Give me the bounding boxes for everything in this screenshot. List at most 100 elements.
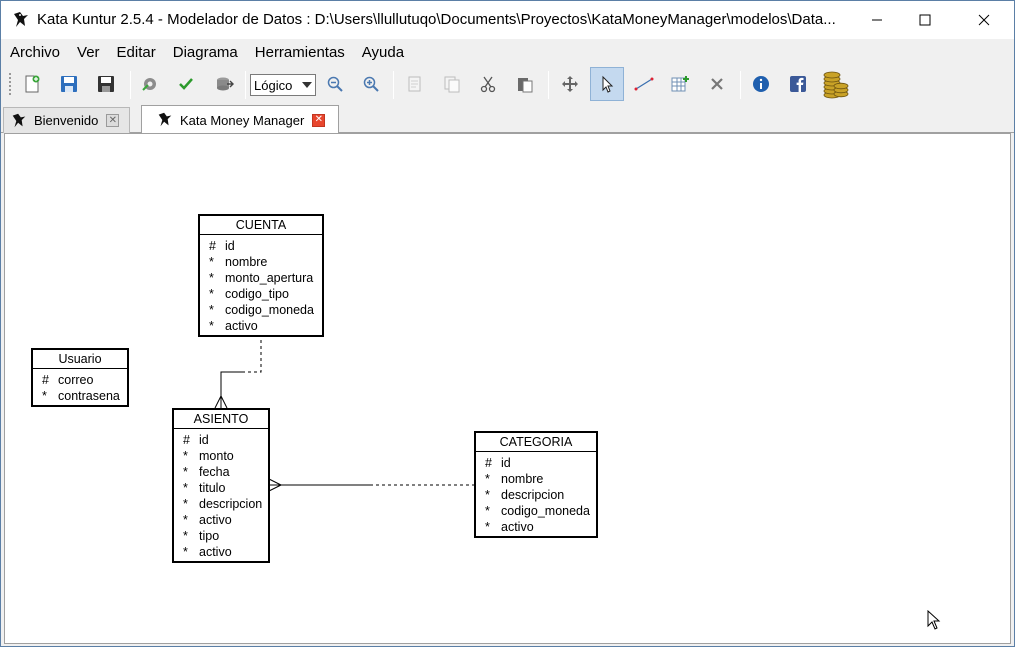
relationship-line-icon <box>634 77 654 91</box>
diagram-canvas[interactable]: CUENTA #id*nombre*monto_apertura*codigo_… <box>4 133 1011 644</box>
attribute-row[interactable]: *activo <box>183 512 268 528</box>
toolbar-grip[interactable] <box>9 73 11 97</box>
chevron-down-icon <box>302 82 312 88</box>
attribute-row[interactable]: *monto <box>183 448 268 464</box>
mandatory-marker: * <box>183 497 188 511</box>
mandatory-marker: * <box>183 465 188 479</box>
menu-archivo[interactable]: Archivo <box>10 43 61 61</box>
entity-title: CATEGORIA <box>476 433 596 452</box>
generate-button[interactable] <box>133 67 167 101</box>
attribute-row[interactable]: *nombre <box>209 254 322 270</box>
save-as-button[interactable] <box>89 67 123 101</box>
move-button[interactable] <box>553 67 587 101</box>
attribute-row[interactable]: #id <box>485 455 596 471</box>
close-tab-button[interactable]: ✕ <box>106 114 120 127</box>
paste-button[interactable] <box>435 67 469 101</box>
entity-usuario[interactable]: Usuario #correo*contrasena <box>31 348 129 407</box>
attribute-name: activo <box>501 520 534 534</box>
relationship-line-button[interactable] <box>627 67 661 101</box>
close-icon <box>978 14 990 26</box>
new-diagram-button[interactable] <box>15 67 49 101</box>
close-icon: ✕ <box>314 114 323 125</box>
delete-icon <box>711 78 723 90</box>
tab-label: Kata Money Manager <box>180 112 305 128</box>
attribute-row[interactable]: * activo <box>209 318 322 334</box>
menu-bar: Archivo Ver Editar Diagrama Herramientas… <box>1 39 1014 65</box>
tab-kata-money-manager[interactable]: Kata Money Manager ✕ <box>141 105 339 134</box>
attribute-row[interactable]: #id <box>209 238 322 254</box>
close-button[interactable] <box>961 1 1007 39</box>
entity-asiento[interactable]: ASIENTO #id*monto*fecha*titulo*descripci… <box>172 408 270 563</box>
maximize-button[interactable] <box>902 1 948 39</box>
export-button[interactable] <box>207 67 241 101</box>
entity-title: Usuario <box>33 350 127 369</box>
attribute-name: id <box>501 456 511 470</box>
attribute-row[interactable]: *codigo_moneda <box>209 302 322 318</box>
zoom-in-button[interactable] <box>354 67 388 101</box>
entity-cuenta[interactable]: CUENTA #id*nombre*monto_apertura*codigo_… <box>198 214 324 337</box>
attribute-name: fecha <box>199 465 230 479</box>
attribute-row[interactable]: *titulo <box>183 480 268 496</box>
save-button[interactable] <box>52 67 86 101</box>
identifier-marker: # <box>209 239 216 253</box>
cut-button[interactable] <box>471 67 505 101</box>
zoom-out-button[interactable] <box>318 67 352 101</box>
attribute-row[interactable]: *codigo_tipo <box>209 286 322 302</box>
attribute-row[interactable]: *descripcion <box>485 487 596 503</box>
attribute-name: id <box>199 433 209 447</box>
kata-bird-icon <box>14 12 28 27</box>
attribute-row[interactable]: #correo <box>42 372 127 388</box>
menu-herramientas[interactable]: Herramientas <box>254 43 345 61</box>
attribute-row[interactable]: *nombre <box>485 471 596 487</box>
clipboard-icon <box>518 78 533 93</box>
facebook-icon <box>790 76 806 92</box>
facebook-button[interactable] <box>781 67 815 101</box>
attribute-name: activo <box>199 513 232 527</box>
attribute-row[interactable]: *contrasena <box>42 388 127 404</box>
zoom-out-icon <box>327 76 343 92</box>
attribute-name: monto_apertura <box>225 271 314 285</box>
attribute-row[interactable]: *descripcion <box>183 496 268 512</box>
attribute-row[interactable]: #id <box>183 432 268 448</box>
mandatory-marker: * <box>42 389 47 403</box>
delete-button[interactable] <box>700 67 734 101</box>
menu-ayuda[interactable]: Ayuda <box>361 43 405 61</box>
view-mode-select[interactable]: Lógico <box>250 74 316 96</box>
tab-bar: Bienvenido ✕ Kata Money Manager ✕ <box>1 105 1014 134</box>
minimize-button[interactable] <box>854 1 900 39</box>
menu-ver[interactable]: Ver <box>77 43 100 61</box>
mandatory-marker: * <box>485 488 490 502</box>
attribute-name: activo <box>225 319 258 333</box>
kata-bird-icon <box>12 113 26 127</box>
coins-button[interactable] <box>817 67 853 101</box>
entity-title: CUENTA <box>200 216 322 235</box>
new-diagram-icon <box>25 75 40 93</box>
entity-categoria[interactable]: CATEGORIA #id*nombre*descripcion*codigo_… <box>474 431 598 538</box>
add-table-button[interactable] <box>663 67 697 101</box>
save-as-icon <box>98 76 114 92</box>
info-button[interactable] <box>744 67 778 101</box>
close-tab-button[interactable]: ✕ <box>312 113 326 127</box>
attribute-row[interactable]: *monto_apertura <box>209 270 322 286</box>
attribute-row[interactable]: * fecha <box>183 464 268 480</box>
view-mode-value: Lógico <box>254 77 293 93</box>
clipboard-button[interactable] <box>508 67 542 101</box>
paste-icon <box>444 76 460 93</box>
tab-bienvenido[interactable]: Bienvenido ✕ <box>3 107 130 133</box>
mandatory-marker: * <box>183 545 188 559</box>
attribute-row[interactable]: *tipo <box>183 528 268 544</box>
validate-button[interactable] <box>169 67 203 101</box>
identifier-marker: # <box>42 373 49 387</box>
menu-diagrama[interactable]: Diagrama <box>172 43 238 61</box>
menu-editar[interactable]: Editar <box>116 43 156 61</box>
info-icon <box>753 76 769 92</box>
mandatory-marker: * <box>183 529 188 543</box>
attribute-list: #correo*contrasena <box>33 369 127 406</box>
copy-button[interactable] <box>398 67 432 101</box>
mandatory-marker: * <box>209 319 214 333</box>
select-pointer-button[interactable] <box>590 67 624 101</box>
attribute-row[interactable]: *codigo_moneda <box>485 503 596 519</box>
attribute-row[interactable]: *activo <box>183 544 268 560</box>
attribute-name: codigo_moneda <box>501 504 590 518</box>
attribute-row[interactable]: *activo <box>485 519 596 535</box>
